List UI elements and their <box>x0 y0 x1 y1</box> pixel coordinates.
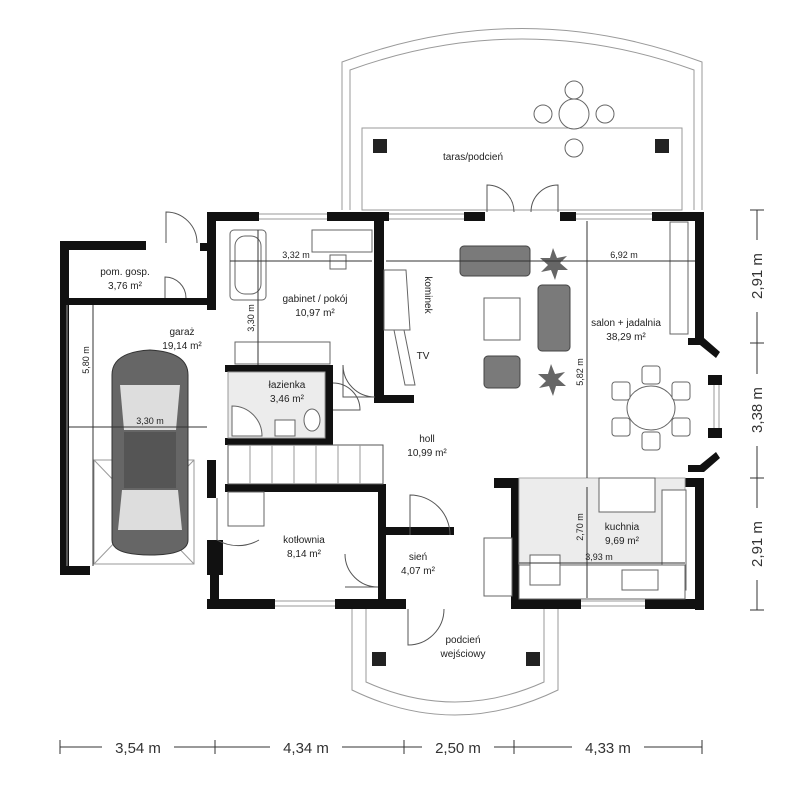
pom-gosp-name: pom. gosp. <box>100 267 149 278</box>
outer-dim-bottom-4: 4,33 m <box>585 740 631 757</box>
pom-gosp-area: 3,76 m² <box>108 281 143 292</box>
dim-garaz-width: 3,30 m <box>136 416 164 426</box>
holl-area: 10,99 m² <box>407 448 447 459</box>
gabinet-name: gabinet / pokój <box>282 294 347 305</box>
outer-dimensions-right: 2,91 m 3,38 m 2,91 m <box>747 209 767 611</box>
podcien-label-2: wejściowy <box>439 649 485 660</box>
outer-dim-right-3: 2,91 m <box>749 521 766 567</box>
doors <box>164 184 559 646</box>
room-labels: pom. gosp. 3,76 m² garaż 19,14 m² gabine… <box>100 267 661 577</box>
kitchen-sink-icon <box>621 569 659 591</box>
lazienka-area: 3,46 m² <box>270 394 305 405</box>
kotlownia-area: 8,14 m² <box>287 549 322 560</box>
windows <box>66 213 720 607</box>
salon-name: salon + jadalnia <box>591 318 661 329</box>
outer-dim-bottom-3: 2,50 m <box>435 740 481 757</box>
cabinet-icon <box>669 221 689 335</box>
garaz-area: 19,14 m² <box>162 341 202 352</box>
outer-dim-right-1: 2,91 m <box>749 253 766 299</box>
shower-icon <box>231 405 263 437</box>
walls <box>60 212 722 610</box>
outer-dimensions-bottom: 3,54 m 4,34 m 2,50 m 4,33 m <box>59 737 703 757</box>
dim-garaz-depth: 5,80 m <box>81 346 91 374</box>
outer-dim-right-2: 3,38 m <box>749 387 766 433</box>
podcien-label-1: podcień <box>445 635 480 646</box>
dining-table-icon <box>611 365 691 451</box>
kuchnia-area: 9,69 m² <box>605 536 640 547</box>
sink-icon <box>274 419 296 437</box>
outer-dim-bottom-1: 3,54 m <box>115 740 161 757</box>
tv-label: TV <box>417 351 430 362</box>
porch-post-left <box>372 652 386 666</box>
dim-gabinet-depth: 3,30 m <box>246 304 256 332</box>
dim-kuchnia-width: 3,93 m <box>585 552 613 562</box>
dim-kuchnia-depth: 2,70 m <box>575 513 585 541</box>
salon-area: 38,29 m² <box>606 332 646 343</box>
chair-icon <box>329 254 347 270</box>
kuchnia-name: kuchnia <box>605 522 640 533</box>
terrace-post-left <box>373 139 387 153</box>
toilet-icon <box>303 408 321 432</box>
boiler-icon <box>227 491 265 527</box>
kotlownia-name: kotłownia <box>283 535 325 546</box>
tv-unit-icon <box>393 329 416 386</box>
entrance-porch: podcień wejściowy <box>351 609 559 716</box>
terrace-post-right <box>655 139 669 153</box>
lazienka-name: łazienka <box>269 380 306 391</box>
stove-icon <box>529 554 561 586</box>
inner-dimensions: 3,32 m 3,30 m 5,80 m 3,30 m 6,92 m 5,82 … <box>69 221 695 598</box>
car-icon <box>93 349 195 565</box>
kitchen-island-icon <box>598 477 656 513</box>
outer-dim-bottom-2: 4,34 m <box>283 740 329 757</box>
gabinet-area: 10,97 m² <box>295 308 335 319</box>
coffee-table-icon <box>483 297 521 341</box>
taras-label: taras/podcień <box>443 152 503 163</box>
desk-icon <box>311 229 373 253</box>
holl-name: holl <box>419 434 435 445</box>
dim-salon-width: 6,92 m <box>610 250 638 260</box>
terrace-table-icon <box>533 80 615 158</box>
sien-area: 4,07 m² <box>401 566 436 577</box>
sien-name: sień <box>409 552 427 563</box>
terrace: taras/podcień <box>341 28 703 211</box>
garaz-name: garaż <box>169 327 194 338</box>
wardrobe-sien-icon <box>483 537 513 597</box>
dim-gabinet-width: 3,32 m <box>282 250 310 260</box>
plant-icon <box>538 248 568 396</box>
stairs-icon <box>227 444 384 485</box>
dim-salon-depth: 5,82 m <box>575 358 585 386</box>
fireplace-icon <box>383 269 411 331</box>
wardrobe-icon <box>234 341 331 365</box>
furniture <box>227 221 691 600</box>
kominek-label: kominek <box>422 276 433 314</box>
porch-post-right <box>526 652 540 666</box>
